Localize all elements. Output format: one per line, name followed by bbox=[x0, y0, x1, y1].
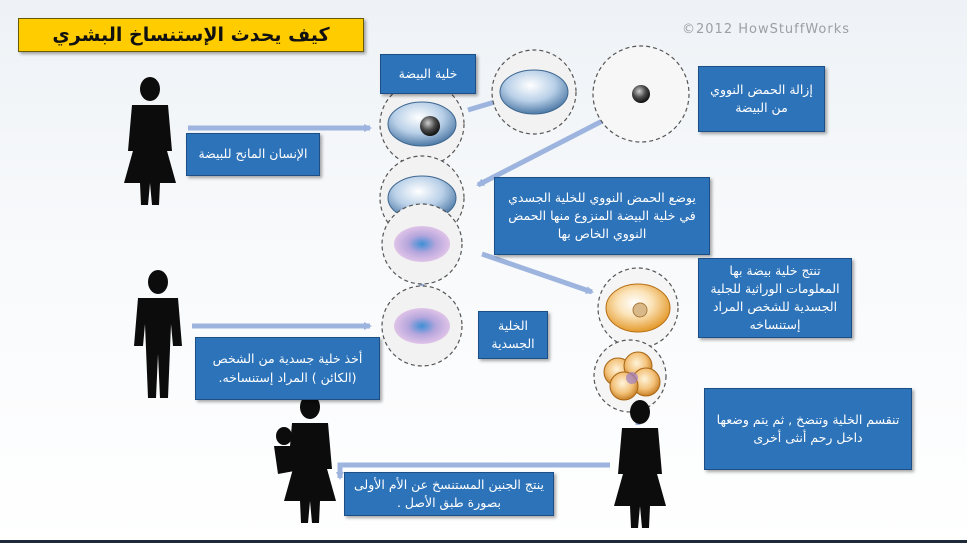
bottom-border bbox=[0, 540, 967, 543]
arrow-fusion-to-result bbox=[481, 251, 594, 295]
label-egg-cell: خلية البيضة bbox=[380, 54, 476, 94]
cloned-person-silhouette bbox=[134, 270, 182, 398]
surrogate-mother-silhouette bbox=[614, 400, 666, 528]
egg-donor-silhouette bbox=[124, 77, 176, 205]
label-remove-nucleus: إزالة الحمض النووي من البيضة bbox=[698, 66, 825, 132]
credit-text: ©2012 HowStuffWorks bbox=[682, 22, 851, 37]
enucleated-egg-cell bbox=[491, 49, 577, 135]
diagram-title: كيف يحدث الإستنساخ البشري bbox=[18, 18, 364, 52]
label-divide-implant: تنقسم الخلية وتنضخ , ثم يتم وضعها داخل ر… bbox=[704, 388, 912, 470]
fusion-somatic-cell bbox=[381, 203, 463, 285]
label-result-egg: تنتج خلية بيضة بها المعلومات الوراثية لل… bbox=[698, 258, 852, 338]
somatic-cell bbox=[381, 285, 463, 367]
egg-cell-with-nucleus bbox=[379, 81, 465, 167]
label-take-somatic: أخذ خلية جسدية من الشخص (الكائن ) المراد… bbox=[195, 337, 380, 400]
label-embryo-birth: ينتج الجنين المستنسخ عن الأم الأولى بصور… bbox=[344, 472, 554, 516]
label-egg-donor: الإنسان المانح للبيضة bbox=[186, 133, 320, 176]
resulting-egg-cell bbox=[597, 267, 679, 349]
label-place-nucleus: يوضع الحمض النووي للخلية الجسدي في خلية … bbox=[494, 177, 710, 255]
label-somatic-cell: الخلية الجسدية bbox=[478, 311, 548, 359]
mother-with-child-silhouette bbox=[274, 395, 336, 523]
removed-nucleus bbox=[592, 45, 690, 143]
dividing-embryo bbox=[593, 339, 667, 413]
arrow-enucleate-to-fusion bbox=[476, 113, 614, 188]
arrow-mother-to-birth bbox=[336, 462, 610, 480]
process-arrows bbox=[188, 95, 641, 480]
